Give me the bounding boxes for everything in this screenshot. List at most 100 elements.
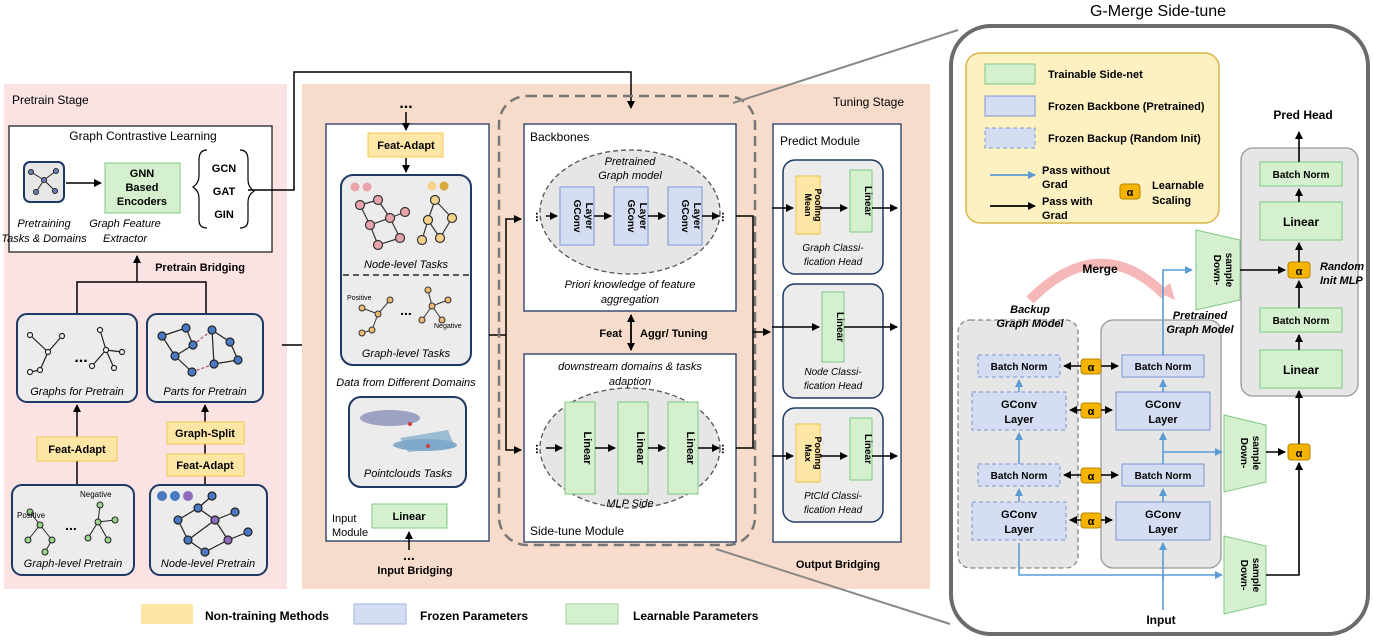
gcn-label: GCN [212, 163, 237, 175]
mlp-linear-2-label: Linear [634, 431, 646, 465]
feat-adapt-pretrain-right [166, 453, 245, 477]
input-module-label-1: Input [332, 513, 356, 525]
input-linear-box [371, 503, 448, 529]
max-pooling-label-b: Pooling [813, 437, 823, 470]
feat-adapt-pretrain-left [36, 436, 118, 462]
legend-learnable-scaling-2: Scaling [1152, 195, 1191, 207]
legend-swatch-non-training [141, 604, 193, 624]
pretrain-to-backbone-arrow [248, 71, 635, 191]
legend-frozen: Frozen Parameters [420, 609, 528, 623]
node-level-sketch [173, 491, 253, 557]
g-merge-input-label: Input [1146, 613, 1175, 627]
pretrain-stage-label: Pretrain Stage [12, 93, 89, 107]
graph-level-sketch [24, 501, 119, 556]
gnn-label: GNN [130, 168, 155, 180]
data-caption: Data from Different Domains [336, 377, 476, 389]
backup-gconv-top [971, 391, 1067, 431]
left-brace [191, 149, 208, 229]
downsample-top-label-2: sample [1223, 253, 1234, 288]
mlp-side-label: MLP Side [606, 498, 653, 510]
node-head-caption-1: Node Classi- [804, 367, 862, 378]
gconv-layer-1 [559, 186, 595, 246]
graph-level-ellipsis: ... [65, 517, 77, 533]
graph-tasks-ellipsis: ... [400, 302, 412, 318]
zoom-line-top [732, 29, 959, 104]
gconv-layer-3 [667, 186, 703, 246]
mlp-linear-top [1259, 201, 1343, 241]
backup-gconv-top-label-2: Layer [1004, 414, 1034, 426]
pretrained-model-g-label-1: Pretrained [1173, 310, 1228, 322]
downsample-top-label-1: Down- [1211, 255, 1222, 286]
mlp-linear-bottom-label: Linear [1283, 363, 1319, 377]
max-pooling-label-a: Max [803, 444, 813, 462]
mlp-ellipsis-right: ... [719, 444, 733, 454]
graph-split-box [166, 421, 245, 445]
graph-level-caption: Graph-level Pretrain [24, 558, 122, 570]
mlp-linear-2 [617, 401, 649, 495]
backbone-ellipsis-left: ... [533, 212, 547, 222]
backup-gconv-bottom-label-2: Layer [1004, 524, 1034, 536]
legend-alpha-swatch [1119, 183, 1141, 200]
downstream-label-2: adaption [609, 376, 651, 388]
mlp-batch-norm-top [1259, 161, 1343, 187]
legend-frozen-backbone: Frozen Backbone (Pretrained) [1048, 101, 1205, 113]
mlp-bn-top-label: Batch Norm [1273, 170, 1330, 181]
node-tasks-caption: Node-level Tasks [364, 259, 448, 271]
backup-gconv-bottom-label-1: GConv [1001, 509, 1038, 521]
pretrained-bn-top-label: Batch Norm [1135, 362, 1192, 373]
downsample-bottom: Down- sample [1223, 535, 1267, 615]
feat-label: Feat [599, 328, 622, 340]
graphs-caption: Graphs for Pretrain [30, 386, 124, 398]
mini-graph-icon [28, 168, 59, 195]
pretrained-gconv-top-label-2: Layer [1148, 414, 1178, 426]
bottom-legend: Non-training Methods Frozen Parameters L… [141, 603, 759, 625]
mlp-ellipsis-left: ... [533, 444, 547, 454]
node-level-pretrain-box [149, 484, 268, 576]
feat-adapt-label-left: Feat-Adapt [48, 444, 106, 456]
graph-sketch [26, 326, 126, 376]
backup-model-label-1: Backup [1010, 304, 1050, 316]
gat-label: GAT [213, 186, 236, 198]
mlp-linear-layers: Linear Linear Linear [564, 401, 699, 495]
negative-label-pretrain: Negative [80, 490, 112, 499]
pred-head-label: Pred Head [1273, 108, 1332, 122]
parts-caption: Parts for Pretrain [163, 386, 246, 398]
legend-backup-swatch [984, 127, 1036, 149]
legend-trainable-swatch [984, 63, 1036, 85]
priori-label-1: Priori knowledge of feature [565, 279, 696, 291]
backup-bn-bottom-label: Batch Norm [991, 471, 1048, 482]
extractor-caption-1: Graph Feature [89, 218, 161, 230]
output-bridging-label: Output Bridging [796, 559, 880, 571]
node-head-linear-label: Linear [834, 312, 845, 342]
max-pooling-box [795, 423, 821, 483]
g-merge-panel: G-Merge Side-tune Trainable Side-net Fro… [949, 3, 1370, 636]
positive-label-pretrain: Positive [17, 511, 46, 520]
graphs-ellipsis: ... [74, 349, 87, 366]
pointcloud-icon [360, 410, 457, 452]
tasks-caption-2: Tasks & Domains [1, 233, 87, 245]
feat-adapt-label-right: Feat-Adapt [176, 460, 234, 472]
node-head-caption-2: fication Head [804, 381, 863, 392]
pretrained-model-g-label-2: Graph Model [1166, 324, 1234, 336]
legend-pass-without-1: Pass without [1042, 165, 1110, 177]
node-level-caption: Node-level Pretrain [161, 558, 255, 570]
alpha-gconv-bottom-label: α [1088, 516, 1095, 528]
pretrained-gconv-bottom-label-1: GConv [1145, 509, 1182, 521]
input-linear-label: Linear [392, 511, 426, 523]
gnn-encoders-box [104, 162, 181, 214]
alpha-merge-nodes: α α α α [1080, 358, 1102, 529]
ptcld-head-caption-2: fication Head [804, 505, 863, 516]
predict-module-title: Predict Module [780, 134, 860, 148]
downsample-middle-label-1: Down- [1238, 438, 1249, 469]
downsample-bottom-label-1: Down- [1238, 560, 1249, 591]
legend-learnable: Learnable Parameters [633, 609, 759, 623]
pretrained-gconv-top-label-1: GConv [1145, 399, 1182, 411]
random-init-label-1: Random [1320, 261, 1364, 273]
legend-alpha-symbol: α [1127, 187, 1134, 199]
alpha-bn-top-label: α [1088, 362, 1095, 374]
parts-graph-sketch [157, 323, 243, 377]
pretrained-model-label-1: Pretrained [605, 156, 657, 168]
bottom-ellipsis: ... [403, 547, 415, 563]
gcl-title: Graph Contrastive Learning [69, 129, 216, 143]
